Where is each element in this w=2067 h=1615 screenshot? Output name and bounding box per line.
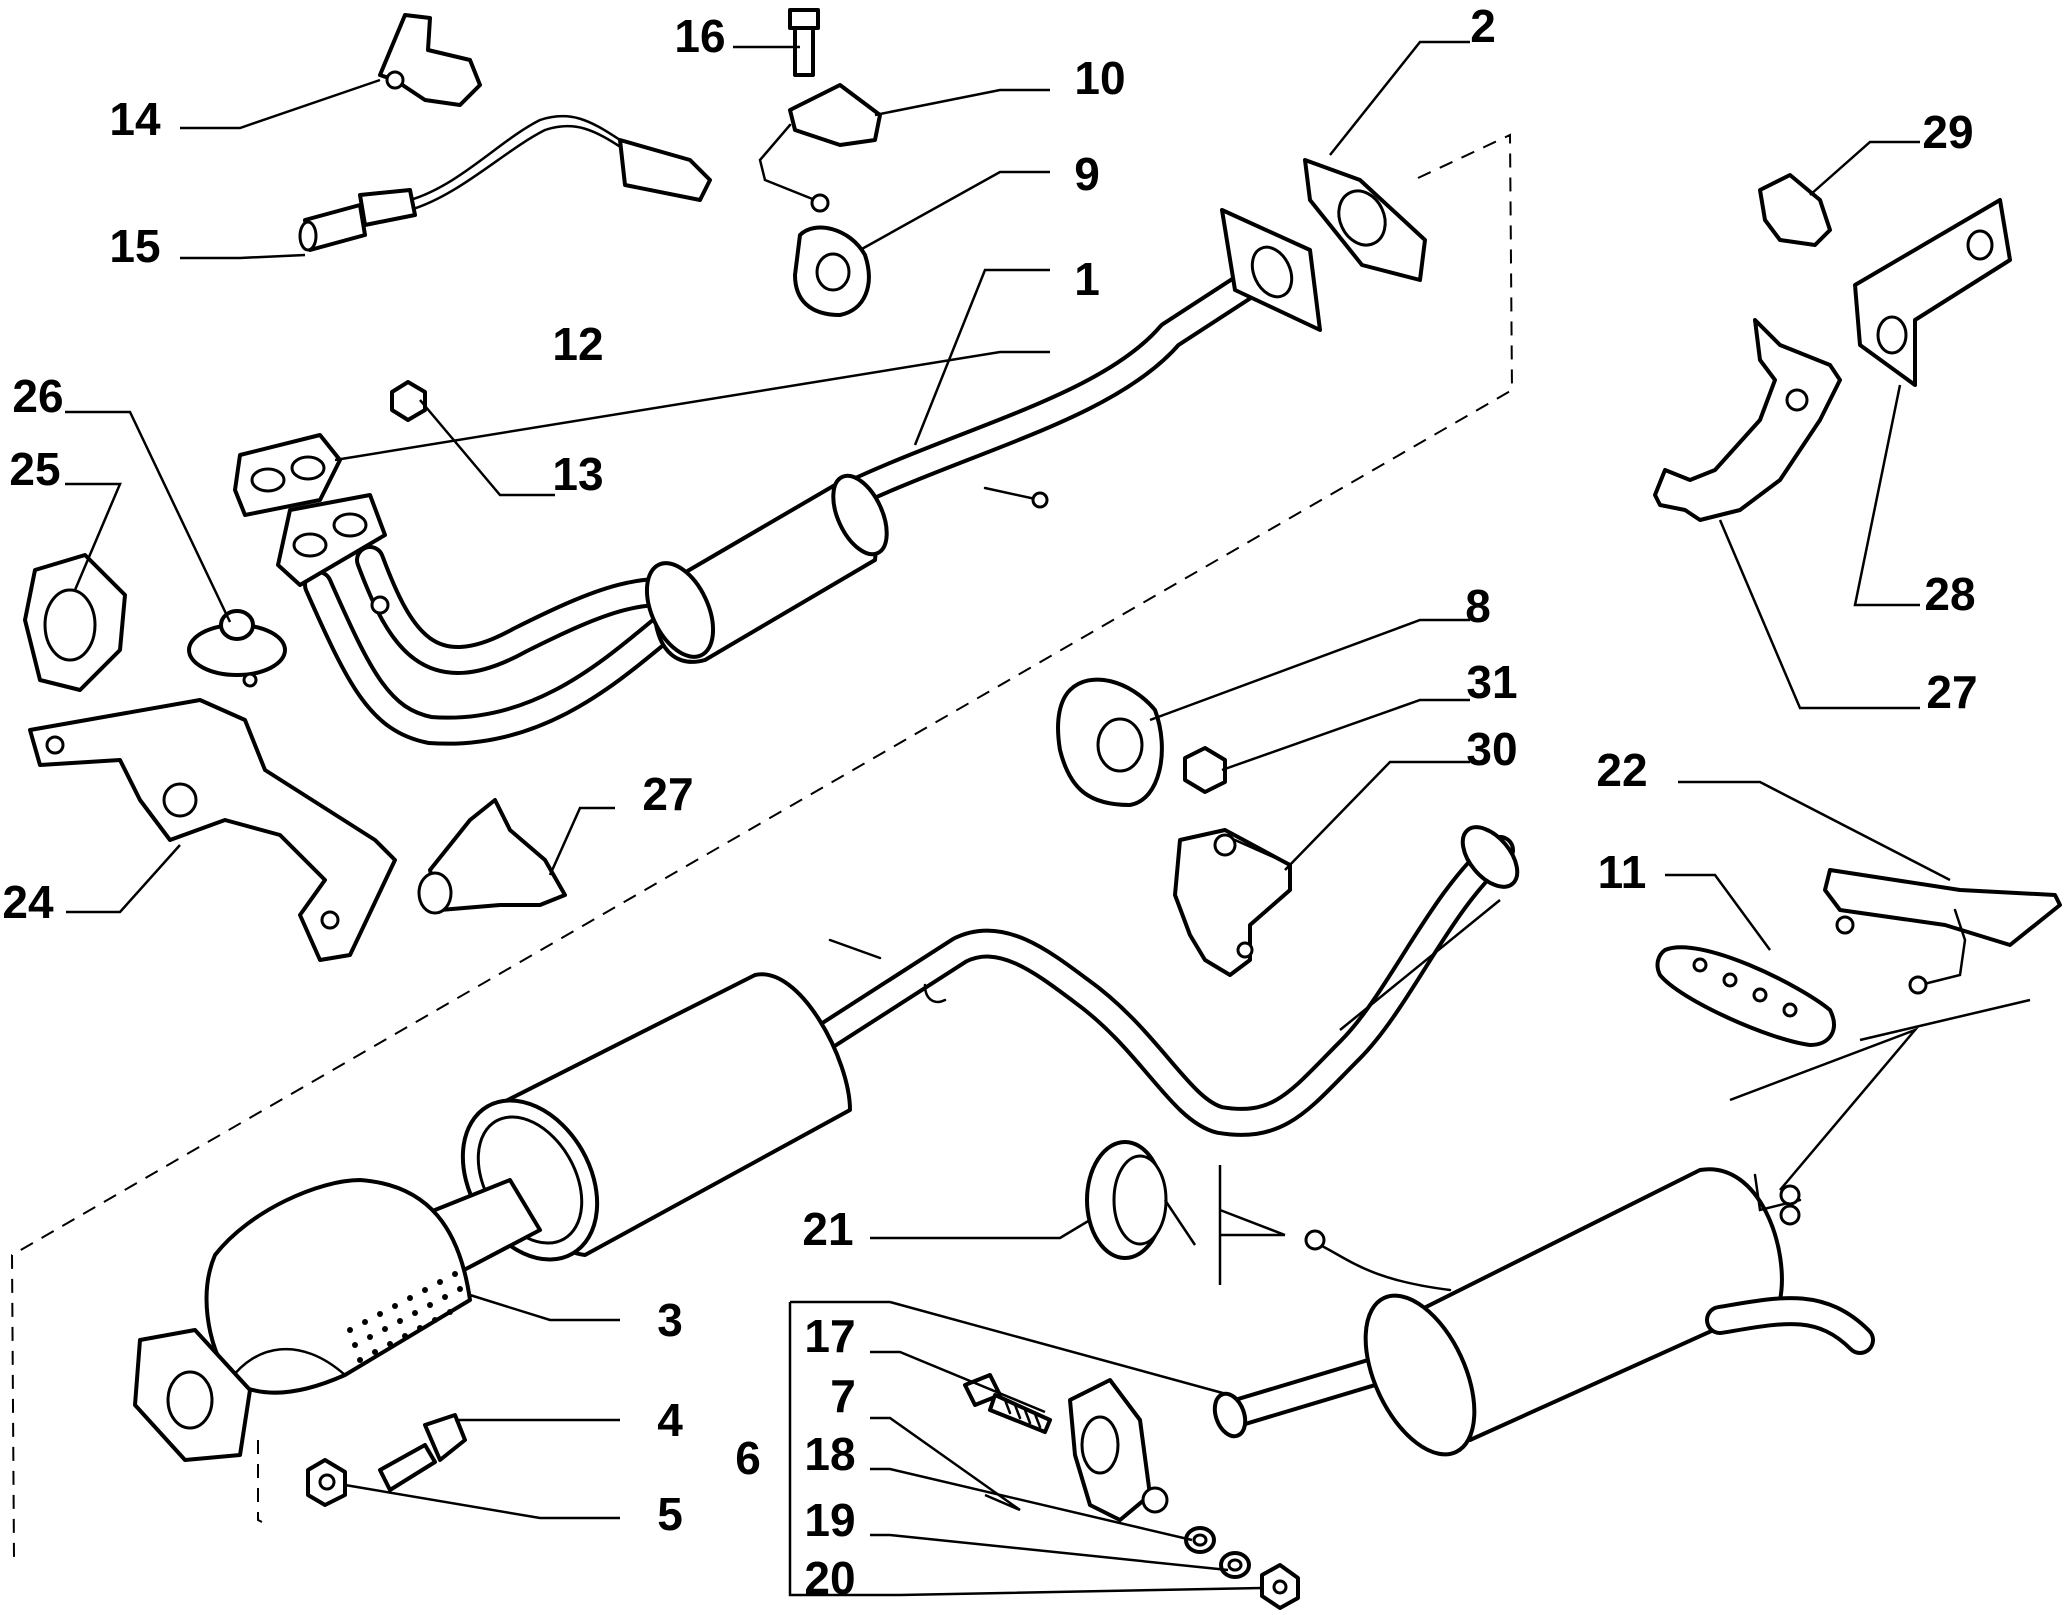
callout-14: 14: [109, 93, 161, 145]
callout-6: 6: [735, 1432, 761, 1484]
part-22-bracket: [1823, 868, 2062, 995]
part-31-nut: [1183, 746, 1227, 794]
rear-silencer: [1212, 1167, 1875, 1457]
part-27-strap-right: [1653, 318, 1842, 522]
callout-8: 8: [1465, 580, 1491, 632]
part-28-plate: [1853, 198, 2012, 387]
callout-5: 5: [657, 1488, 683, 1540]
part-19-washer: [1219, 1551, 1251, 1579]
part-13-nut: [390, 380, 427, 422]
part-26-rubber-bush: [187, 609, 287, 688]
callout-22: 22: [1596, 744, 1647, 796]
part-18-washer: [1184, 1526, 1216, 1554]
callout-15: 15: [109, 220, 160, 272]
part-8-rubber-mount: [1056, 677, 1164, 807]
callout-28: 28: [1924, 568, 1975, 620]
part-1-front-pipe: [276, 208, 1322, 746]
part-25-clamp: [23, 553, 127, 692]
callout-7: 7: [830, 1370, 856, 1422]
part-16-bolt: [788, 8, 820, 77]
part-17-bolt: [963, 1373, 1052, 1434]
part-9-rubber-mount: [793, 225, 871, 317]
callout-16: 16: [674, 10, 725, 62]
callout-20: 20: [804, 1552, 855, 1604]
part-30-hanger: [1173, 828, 1292, 977]
heat-shield-perforations: [347, 1271, 463, 1363]
part-2-gasket: [1303, 158, 1427, 282]
callout-3: 3: [657, 1294, 683, 1346]
callout-29: 29: [1922, 106, 1973, 158]
part-6-clamp-assembly-bracket: [788, 1300, 1231, 1597]
callout-19: 19: [804, 1494, 855, 1546]
callout-18: 18: [804, 1428, 855, 1480]
callout-17: 17: [804, 1310, 855, 1362]
part-4-bolt: [378, 1413, 467, 1492]
part-5-nut: [306, 1458, 347, 1507]
callout-13: 13: [552, 448, 603, 500]
callout-21: 21: [802, 1203, 853, 1255]
callout-30: 30: [1466, 723, 1517, 775]
callout-2: 2: [1470, 0, 1496, 52]
leader-lines: [65, 40, 2031, 1597]
part-21-rubber-mount: [1085, 1140, 1286, 1285]
part-12-gasket: [233, 433, 342, 517]
part-7-clamp: [1068, 1378, 1169, 1522]
callout-9: 9: [1074, 148, 1100, 200]
callout-11: 11: [1598, 846, 1647, 898]
callout-24: 24: [2, 876, 54, 928]
part-11-rubber-block: [1655, 945, 1836, 1047]
part-3-cat-and-center-silencer: [133, 825, 1520, 1462]
callout-1: 1: [1074, 253, 1100, 305]
callout-26: 26: [12, 370, 63, 422]
callout-25: 25: [9, 443, 60, 495]
callout-27-right: 27: [1926, 666, 1977, 718]
assembly-dashed-boundary: [10, 133, 1514, 1559]
callout-27-left: 27: [642, 768, 693, 820]
part-10-hanger: [758, 83, 882, 213]
part-24-bracket: [28, 698, 397, 962]
part-20-nut: [1260, 1563, 1300, 1610]
callout-10: 10: [1074, 52, 1125, 104]
callout-31: 31: [1466, 656, 1517, 708]
part-27-clamp-left: [417, 798, 567, 915]
callout-12: 12: [552, 318, 603, 370]
callout-labels: 2 1 3 4 5 6 7 8 9 10 11 12 13 14 15 16 1…: [2, 0, 1977, 1604]
part-15-lambda-sensor: [298, 114, 712, 252]
part-29-clip: [1758, 173, 1832, 247]
part-14-bracket: [378, 13, 482, 107]
callout-4: 4: [657, 1394, 683, 1446]
